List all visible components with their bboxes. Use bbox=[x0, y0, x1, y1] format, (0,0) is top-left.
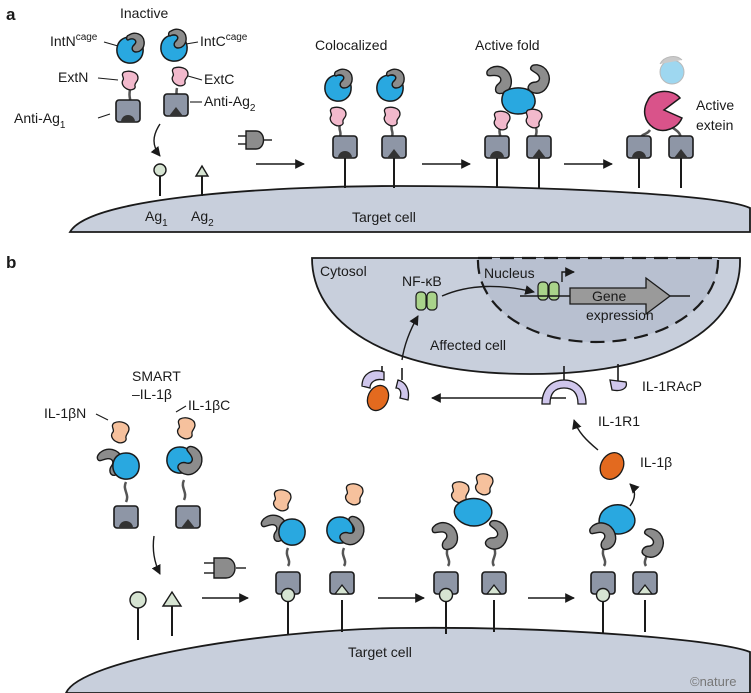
il1b-label: IL-1β bbox=[640, 454, 672, 470]
spliced-construct-b bbox=[587, 504, 669, 634]
panel-a: a Target cell Inactive IntNcage IntCcage… bbox=[6, 5, 751, 233]
and-gate-icon-b bbox=[204, 557, 246, 579]
anti-ag2-label: Anti-Ag2 bbox=[204, 93, 256, 114]
il1bn-label: IL-1βN bbox=[44, 405, 86, 421]
active-fold-label: Active fold bbox=[475, 37, 540, 53]
cytosol-label: Cytosol bbox=[320, 263, 367, 279]
panel-b: b Cytosol NF-κB Nucleus Affected cell Ge… bbox=[6, 253, 751, 693]
inactive-construct-1 bbox=[115, 32, 145, 123]
descent-arrow-b bbox=[151, 535, 161, 575]
nfkb-cytosol bbox=[415, 291, 438, 311]
arrow-il1b-to-receptor bbox=[572, 419, 599, 451]
intn-cage-label: IntNcage bbox=[50, 32, 98, 49]
ag1-label: Ag1 bbox=[145, 208, 168, 229]
and-gate-icon-a bbox=[238, 130, 272, 150]
il1bc-label: IL-1βC bbox=[188, 397, 230, 413]
antigen-b1 bbox=[129, 591, 147, 640]
extn-label: ExtN bbox=[58, 69, 88, 85]
active-extein-construct bbox=[626, 90, 694, 188]
smart-construct-1 bbox=[94, 421, 140, 529]
antigen-ag2 bbox=[194, 164, 210, 196]
panel-b-letter: b bbox=[6, 253, 16, 272]
extc-label: ExtC bbox=[204, 71, 234, 87]
arrow-receptor-to-nfkb bbox=[401, 315, 419, 361]
label-pointers-a bbox=[97, 41, 203, 119]
colocalized-label: Colocalized bbox=[315, 37, 387, 53]
arrow-cleavage-to-il1b bbox=[629, 483, 640, 507]
active-fold-construct-b bbox=[430, 473, 513, 634]
gene-label: Gene bbox=[592, 288, 626, 304]
nfkb-label: NF-κB bbox=[402, 273, 442, 289]
nature-watermark: ©nature bbox=[690, 674, 736, 689]
il1b-released bbox=[599, 452, 625, 480]
nucleus-label: Nucleus bbox=[484, 265, 535, 281]
inactive-label: Inactive bbox=[120, 5, 168, 21]
panel-a-letter: a bbox=[6, 5, 16, 24]
target-cell-a bbox=[68, 185, 751, 233]
colocalized-construct bbox=[324, 68, 407, 188]
target-cell-b bbox=[65, 626, 751, 693]
gene-expression-arrow bbox=[569, 276, 672, 316]
smart-label-2: –IL-1β bbox=[132, 386, 172, 402]
label-pointers-b bbox=[95, 405, 187, 421]
active-extein-label-1: Active bbox=[696, 97, 734, 113]
il1racp-label: IL-1RAcP bbox=[642, 378, 702, 394]
ag2-label: Ag2 bbox=[191, 208, 214, 229]
bound-receptor-complex bbox=[361, 366, 410, 412]
expression-label: expression bbox=[586, 307, 654, 323]
released-intein bbox=[659, 56, 685, 85]
smart-construct-2 bbox=[166, 417, 209, 529]
inactive-construct-2 bbox=[160, 28, 189, 117]
smart-label-1: SMART bbox=[132, 368, 181, 384]
active-extein-label-2: extein bbox=[696, 117, 733, 133]
affected-cell-label: Affected cell bbox=[430, 337, 506, 353]
arrow-nfkb-to-nucleus bbox=[441, 285, 535, 297]
target-cell-a-label: Target cell bbox=[352, 209, 416, 225]
il1r1-receptor bbox=[541, 366, 587, 405]
antigen-ag1 bbox=[153, 163, 167, 196]
intc-cage-label: IntCcage bbox=[200, 32, 248, 49]
descent-arrow-a bbox=[150, 123, 161, 157]
colocalized-construct-b bbox=[258, 483, 371, 634]
il1r1-label: IL-1R1 bbox=[598, 413, 640, 429]
active-fold-construct bbox=[484, 62, 555, 188]
anti-ag1-label: Anti-Ag1 bbox=[14, 110, 66, 131]
target-cell-b-label: Target cell bbox=[348, 644, 412, 660]
antigen-b2 bbox=[161, 590, 183, 636]
il1racp-receptor bbox=[609, 364, 628, 392]
